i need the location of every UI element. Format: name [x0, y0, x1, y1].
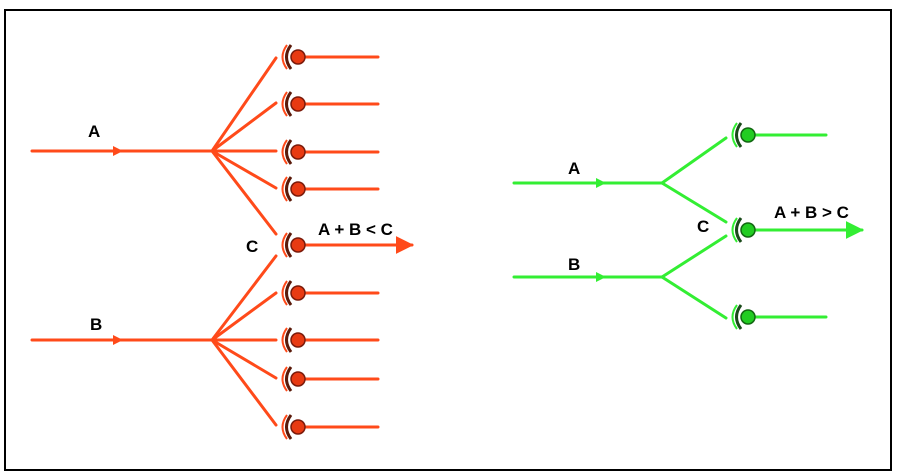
left-branch-a4 — [210, 149, 278, 190]
right-branch-a1 — [660, 136, 728, 185]
left-node — [281, 139, 306, 165]
left-label-a: A — [88, 122, 100, 141]
left-relation: A + B < C — [318, 220, 393, 239]
left-network — [30, 55, 414, 429]
right-node — [731, 122, 756, 148]
diagram-frame — [4, 9, 892, 471]
left-branch-b5 — [210, 338, 278, 427]
left-branch-a1 — [210, 56, 278, 153]
right-branch-b2 — [660, 275, 728, 320]
left-node — [281, 414, 306, 440]
left-branch-b4 — [210, 338, 278, 380]
left-node — [281, 366, 306, 392]
right-relation: A + B > C — [774, 203, 849, 222]
right-branch-a2 — [660, 181, 728, 224]
left-node — [281, 327, 306, 353]
left-branch-a2 — [210, 101, 278, 153]
right-network — [512, 133, 864, 320]
right-input-a-arrow — [596, 178, 606, 188]
left-input-a-arrow — [113, 146, 123, 156]
left-branch-b1 — [210, 254, 278, 342]
right-input-b-arrow — [596, 272, 606, 282]
left-nodes — [281, 44, 306, 440]
left-node — [281, 44, 306, 70]
left-label-c: C — [246, 237, 258, 256]
right-branch-b1 — [660, 234, 728, 279]
left-label-b: B — [90, 315, 102, 334]
left-node-c — [281, 232, 306, 258]
left-node — [281, 280, 306, 306]
right-node — [731, 304, 756, 330]
left-node — [281, 91, 306, 117]
left-branch-b2 — [210, 291, 278, 342]
left-node — [281, 176, 306, 202]
left-branch-a5 — [210, 149, 278, 236]
right-label-c: C — [697, 217, 709, 236]
right-label-b: B — [568, 255, 580, 274]
right-node-c — [731, 217, 756, 243]
left-input-b-arrow — [113, 335, 123, 345]
right-nodes — [731, 122, 756, 330]
right-label-a: A — [568, 159, 580, 178]
